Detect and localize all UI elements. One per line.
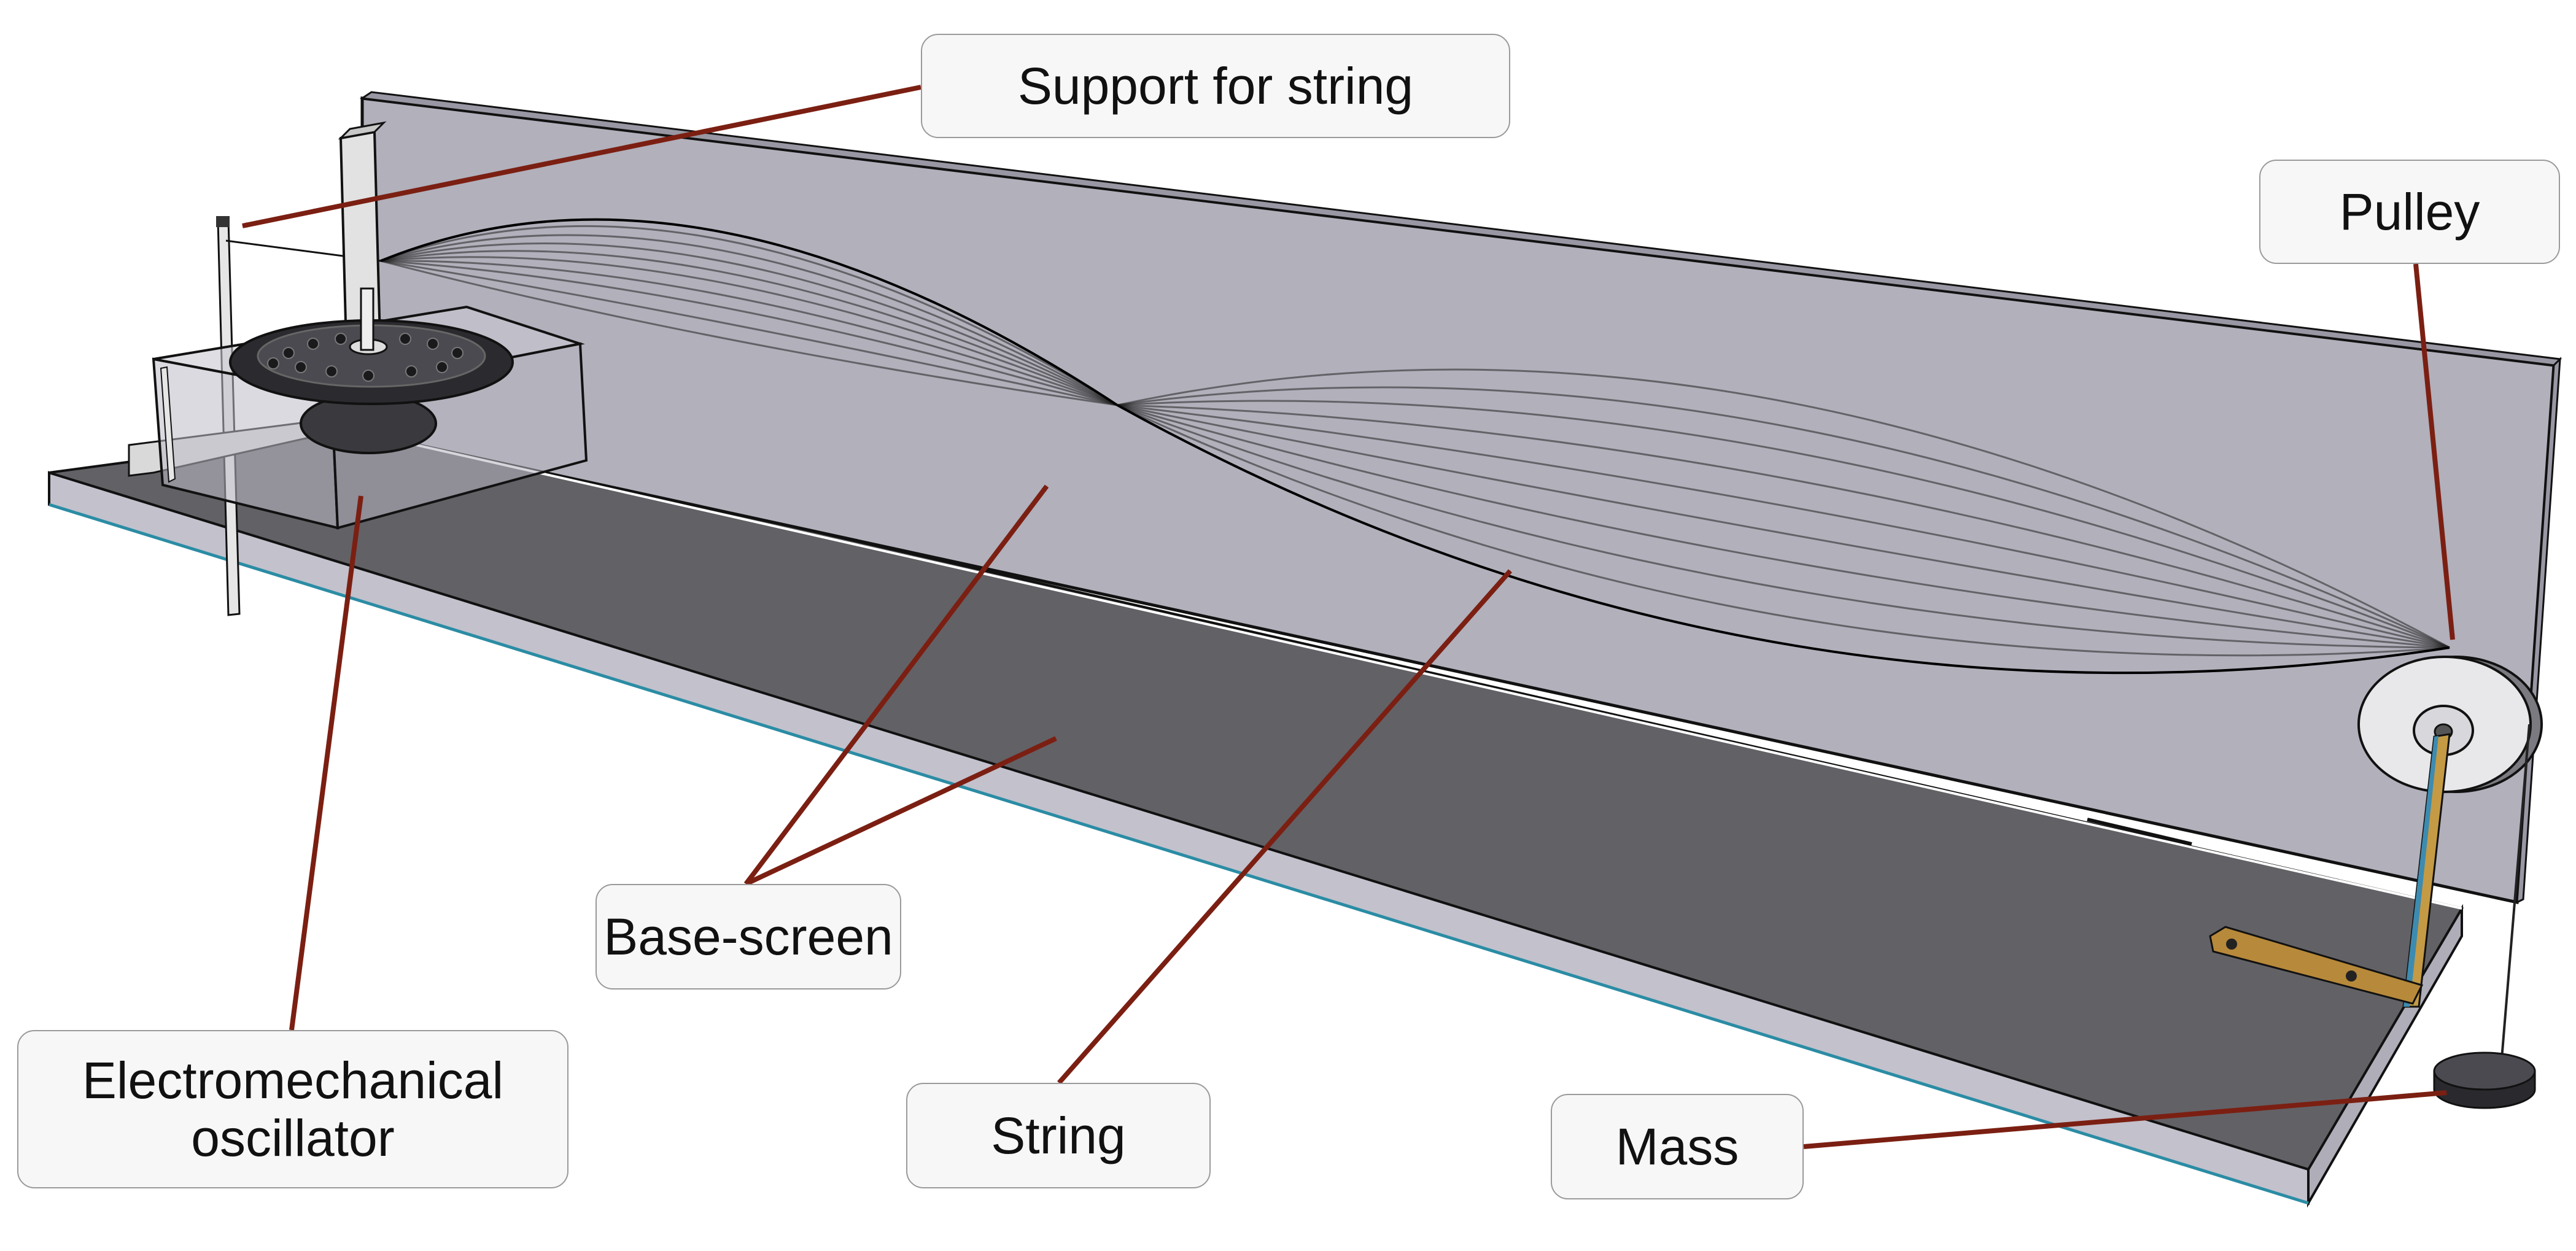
arrow-pulley [2413,263,2455,640]
wave-string [380,234,1118,406]
wave-string [1117,404,2450,649]
arrow-base-screen-upper [743,484,1049,886]
base-board-edge-line [48,503,2309,1205]
oscillator-box-left-inner [160,366,176,483]
pulley [2357,656,2543,793]
standing-wave [380,218,2450,675]
electromechanical-oscillator [152,287,588,530]
wave-string [380,260,1118,406]
wave-string [1117,386,2450,649]
wave-string [380,260,1118,406]
wave-string [1117,404,2450,675]
wave-string [380,242,1118,406]
arrow-mass [1803,1090,2447,1149]
clamp-screw [2226,939,2237,950]
screen-base-shadow [2087,818,2192,846]
wave-string [380,250,1118,406]
wave-string [1117,404,2450,649]
arrow-string [1057,569,1513,1085]
drive-rod [360,287,374,351]
clamp-screw [2346,970,2357,982]
wave-string [1117,404,2450,649]
label-mass: Mass [1551,1094,1804,1199]
screen-base-line [362,432,2462,910]
mass-top [2433,1052,2536,1091]
label-base-screen: Base-screen [596,884,901,990]
hanging-thread [2500,724,2531,1059]
wave-string [380,225,1118,406]
pulley-clamp [2209,733,2451,1008]
label-string: String [906,1083,1211,1188]
clamp-arm-shade [2403,736,2438,1007]
wave-string [1117,404,2450,657]
wave-string [1117,404,2450,649]
wave-string [380,256,1118,406]
label-support-for-string: Support for string [921,34,1510,138]
speaker-holes [267,333,464,382]
wave-string [1117,400,2450,649]
oscillator-post-side [338,121,387,140]
arrow-support [242,85,921,228]
wave-string [380,260,1118,406]
wave-string [380,260,1118,406]
hanging-mass [2433,1052,2536,1109]
arrow-oscillator [289,495,363,1031]
label-electromechanical-oscillator: Electromechanical oscillator [17,1030,568,1188]
wave-string [380,218,1119,406]
support-rod-cap [216,216,230,227]
label-pulley: Pulley [2259,160,2560,264]
wave-string [1117,368,2450,649]
wave-string [1117,404,2450,649]
leader-arrows [242,85,2455,1149]
arrow-base-screen-lower [745,736,1057,886]
clamp-base [2209,926,2424,1005]
base-board [48,428,2464,1208]
